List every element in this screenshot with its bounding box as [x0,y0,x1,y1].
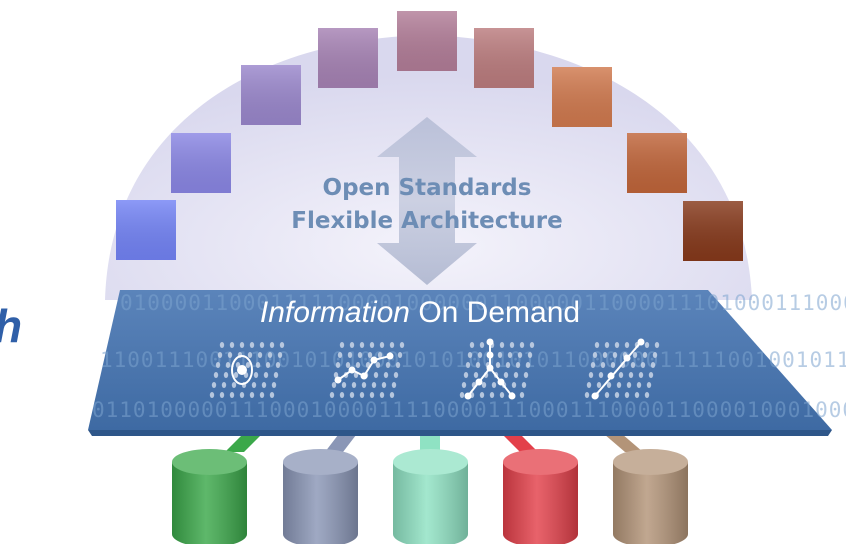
database-cylinder-icon [613,449,688,544]
arch-square [318,28,378,88]
binary-row: 0110100000111000100001111000011100011100… [92,398,846,422]
arch-square [627,133,687,193]
cut-off-letter: h [0,300,22,352]
dot-grid-icons [209,338,660,400]
database-cylinders [172,449,688,544]
tree-graph-icon [459,338,535,400]
database-cylinder-icon [283,449,358,544]
database-cylinder-icon [393,449,468,544]
headline-line-2: Flexible Architecture [291,208,562,234]
double-arrow-icon [377,117,477,285]
arch-square [683,201,743,261]
database-cylinder-icon [172,449,247,544]
band-title-regular: On Demand [410,296,580,329]
band-title: Information On Demand [260,296,580,329]
scatter-trend-icon [584,338,660,400]
headline-line-1: Open Standards [323,175,532,201]
binary-row: 1100111001110010101000101010010101100000… [100,348,846,372]
arch-square [552,67,612,127]
arch-squares [116,11,743,261]
arch-square [241,65,301,125]
binary-row: 0100001100011111000010000001100000110000… [120,291,846,315]
band-edge [88,430,832,436]
point-cluster-icon [209,342,285,398]
arch-square [171,133,231,193]
binary-background: 0100001100011111000010000001100000110000… [92,291,846,422]
band-title-italic: Information [260,296,410,329]
arch-square [474,28,534,88]
arch-square [116,200,176,260]
arch-square [397,11,457,71]
database-cylinder-icon [503,449,578,544]
line-graph-icon [329,342,405,398]
